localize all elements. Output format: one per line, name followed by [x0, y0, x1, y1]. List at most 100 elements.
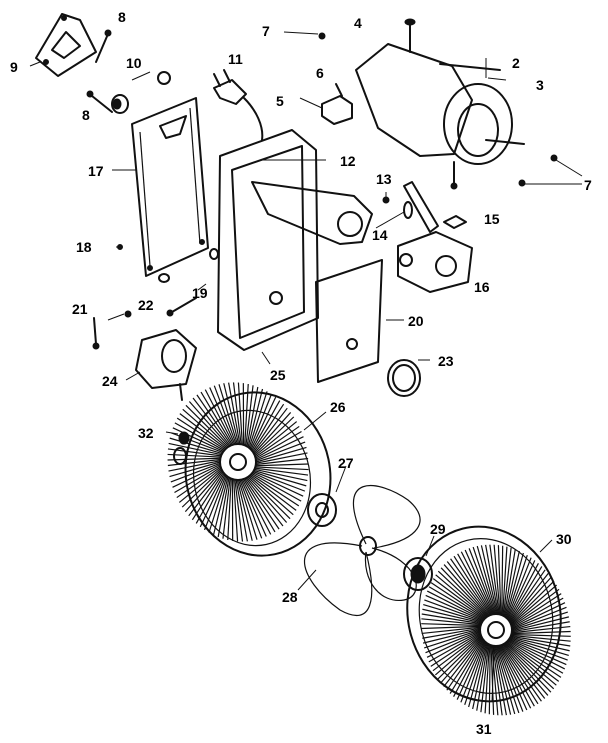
part-6-clip-icon — [335, 83, 343, 97]
grille-wire — [511, 625, 571, 634]
callout-32: 32 — [138, 425, 154, 441]
callout-8-bottom: 8 — [82, 107, 90, 123]
grille-wire — [246, 477, 288, 523]
grille-wire — [509, 576, 552, 624]
grille-wire — [430, 582, 486, 620]
grille-wire — [245, 385, 254, 446]
grille-wire — [218, 384, 238, 445]
part-27-spinner-icon — [307, 493, 337, 527]
grille-wire — [457, 553, 493, 615]
grille-wire — [493, 544, 501, 615]
grille-wire — [254, 416, 295, 456]
grille-wire — [234, 479, 244, 542]
grille-wire — [253, 412, 292, 454]
grille-wire — [511, 602, 566, 629]
callout-26: 26 — [330, 399, 346, 415]
grille-wire — [167, 448, 222, 457]
callout-18: 18 — [76, 239, 92, 255]
part-28-fan-blade-icon — [303, 484, 421, 617]
grille-wire — [208, 476, 228, 533]
grille-wire — [421, 613, 482, 625]
grille-wire — [223, 383, 240, 445]
grille-wire — [507, 563, 539, 621]
callout-27: 27 — [338, 455, 354, 471]
grille-wire — [502, 644, 546, 699]
grille-wire — [501, 644, 542, 702]
grille-wire — [422, 627, 481, 639]
grille-wire — [191, 472, 224, 521]
grille-wire — [503, 643, 549, 696]
grille-wire — [255, 452, 308, 464]
part-22-screw-icon — [124, 297, 197, 318]
grille-wire — [169, 437, 223, 455]
grille-wire — [472, 643, 488, 710]
grille-wire — [252, 403, 285, 452]
grille-wire — [174, 465, 221, 494]
grille-wire — [509, 637, 569, 657]
grille-wire — [169, 461, 221, 478]
callout-16: 16 — [474, 279, 490, 295]
grille-wire — [248, 475, 294, 516]
grille-wire — [450, 558, 491, 616]
grille-wire — [511, 611, 568, 631]
grille-wire — [255, 463, 309, 467]
grille-wire — [204, 389, 235, 445]
callout-25: 25 — [270, 367, 286, 383]
part-23-ring-icon — [387, 359, 421, 397]
grille-wire — [217, 477, 230, 538]
grille-wire — [493, 645, 507, 716]
callout-12: 12 — [340, 153, 356, 169]
grille-wire — [248, 391, 268, 448]
grille-wire — [511, 593, 562, 627]
grille-wire — [432, 634, 482, 672]
grille-wire — [199, 474, 226, 528]
grille-wire — [440, 636, 483, 684]
grille-wire — [176, 466, 222, 499]
grille-wire — [500, 644, 539, 705]
grille-wire — [511, 634, 571, 642]
grille-wire — [440, 567, 489, 617]
grille-wire — [167, 457, 221, 461]
grille-wire — [251, 473, 302, 502]
grille-wire — [508, 639, 566, 670]
part-10-knob-icon — [111, 71, 171, 114]
grille-wire — [506, 557, 532, 619]
grille-wire — [426, 631, 481, 658]
grille-wire — [167, 453, 221, 458]
grille-wire — [511, 621, 570, 633]
callout-11: 11 — [228, 51, 243, 67]
grille-wire — [421, 625, 481, 630]
grille-wire — [437, 570, 488, 618]
grille-wire — [254, 421, 298, 457]
part-24-switch-icon — [135, 329, 197, 401]
grille-wire — [468, 548, 496, 615]
grille-wire — [245, 477, 284, 527]
grille-wire — [255, 457, 309, 466]
part-25-housing-icon — [217, 129, 373, 351]
grille-wire — [425, 594, 484, 622]
callout-8-top: 8 — [118, 9, 126, 25]
part-15-washer-icon — [443, 215, 467, 229]
part-5-capacitor-icon — [321, 95, 353, 125]
grille-wire — [181, 468, 222, 508]
grille-wire — [510, 636, 570, 652]
grille-wire — [510, 584, 558, 626]
part-4-screw-icon — [404, 18, 416, 53]
grille-wire — [172, 427, 224, 452]
grille-wire — [237, 382, 243, 445]
grille-wire — [435, 574, 487, 618]
part-3-motor-housing-icon — [487, 77, 507, 81]
grille-wire — [235, 479, 248, 542]
grille-wire — [430, 633, 481, 667]
grille-wire — [203, 475, 227, 531]
grille-wire — [246, 386, 259, 447]
grille-wire — [254, 467, 309, 476]
part-20-cover-plate-icon — [315, 259, 383, 383]
grille-wire — [464, 641, 487, 705]
callout-30: 30 — [556, 531, 572, 547]
grille-wire — [421, 626, 481, 635]
grille-wire — [178, 467, 222, 503]
grille-wire — [472, 546, 497, 615]
grille-wire — [497, 545, 502, 615]
